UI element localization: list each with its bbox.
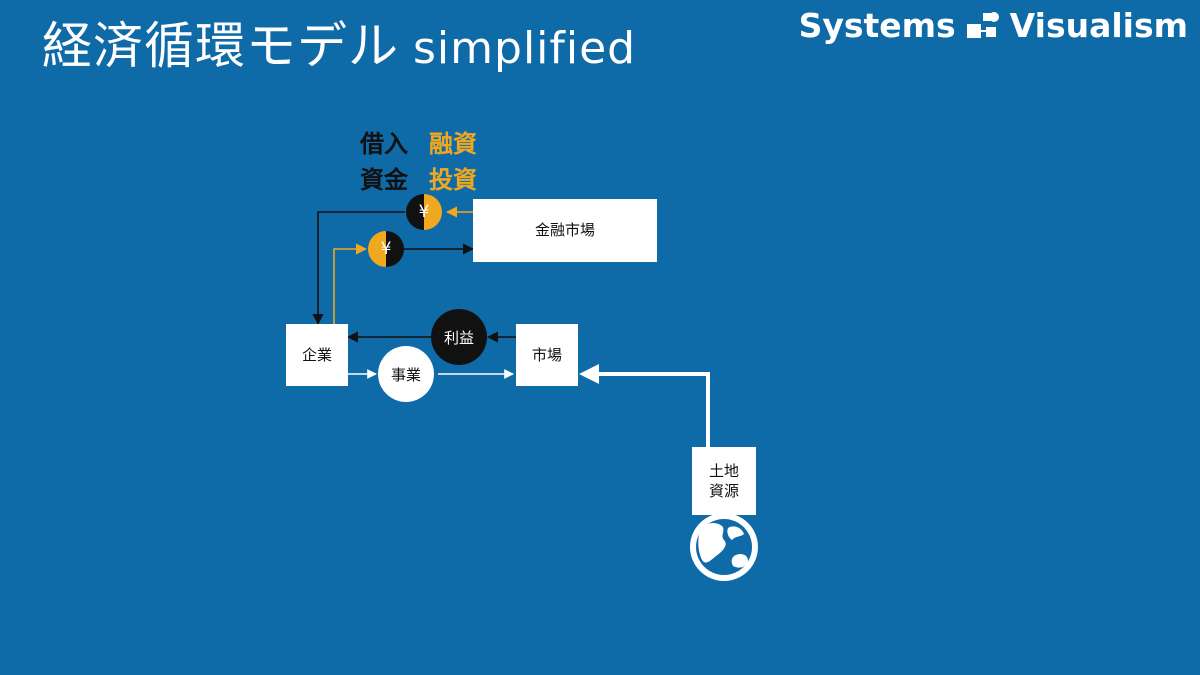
- land-resources-node: 土地 資源: [692, 447, 756, 515]
- business-node: 事業: [390, 365, 421, 384]
- yen-icon: [406, 194, 442, 230]
- borrow-arrow: [312, 211, 405, 326]
- market-node: 市場: [516, 324, 578, 386]
- systems-visualism-logo-icon: [966, 11, 999, 38]
- funds-label: 資金: [360, 166, 408, 194]
- financial-market-node: 金融市場: [473, 199, 657, 262]
- yen-glyph-lower: ¥: [380, 239, 392, 259]
- title-subtitle: simplified: [413, 23, 637, 74]
- borrow-label: 借入: [360, 130, 408, 158]
- financing-label: 融資: [429, 130, 477, 158]
- brand-logo: Systems Visualism: [799, 6, 1188, 45]
- brand-left: Systems: [798, 6, 956, 45]
- profit-node: 利益: [443, 328, 474, 347]
- profit-node-circle: [431, 309, 487, 365]
- company-node: 企業: [286, 324, 348, 386]
- resources-label: 資源: [708, 482, 739, 500]
- yen-glyph-upper: ¥: [418, 202, 430, 222]
- business-node-circle: [378, 346, 434, 402]
- yen-icon: [368, 231, 404, 267]
- investment-label: 投資: [429, 166, 477, 194]
- earth-globe-icon: [690, 513, 758, 581]
- slide-title: 経済循環モデル simplified: [42, 6, 636, 78]
- title-main: 経済循環モデル: [42, 17, 399, 75]
- investment-arrow: [333, 243, 368, 324]
- brand-right: Visualism: [1009, 6, 1188, 45]
- resources-to-market-arrow: [579, 364, 710, 447]
- land-label: 土地: [708, 461, 739, 480]
